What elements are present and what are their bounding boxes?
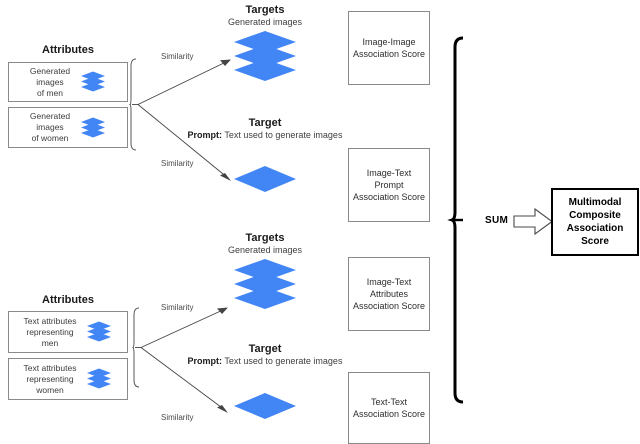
prompt-text: Text used to generate images (222, 356, 343, 366)
stacked-layers-icon (232, 256, 298, 314)
attribute-box-text-attributes-women[interactable]: Text attributes representing women (8, 358, 128, 400)
score-box-text-text[interactable]: Text-Text Association Score (348, 372, 430, 444)
attribute-label: Text attributes representing men (23, 315, 77, 348)
score-label: Image-Image Association Score (352, 37, 426, 59)
attribute-box-generated-images-women[interactable]: Generated images of women (8, 107, 128, 148)
prompt-label: Prompt: (187, 356, 223, 366)
score-label: Image-Text Attributes Association Score (352, 277, 426, 311)
aggregation-brace (447, 36, 464, 404)
bottom-targets-subtitle: Generated images (227, 245, 303, 255)
attribute-label: Text attributes representing women (23, 362, 77, 395)
top-similarity-label-upper: Similarity (161, 52, 194, 61)
bottom-similarity-label-upper: Similarity (161, 303, 194, 312)
top-branch-connectors (128, 58, 231, 181)
top-targets-subtitle: Generated images (227, 17, 303, 27)
score-box-image-image[interactable]: Image-Image Association Score (348, 11, 430, 85)
top-attributes-heading: Attributes (42, 44, 94, 56)
score-label: Image-Text Prompt Association Score (352, 168, 426, 202)
sum-arrow-icon (513, 207, 553, 236)
bottom-attributes-heading: Attributes (42, 294, 94, 306)
score-label: Text-Text Association Score (352, 397, 426, 419)
score-box-image-text-attributes[interactable]: Image-Text Attributes Association Score (348, 257, 430, 331)
top-similarity-label-lower: Similarity (161, 159, 194, 168)
bottom-targets-heading: Targets (245, 232, 285, 244)
single-layer-icon (232, 163, 298, 195)
attribute-box-generated-images-men[interactable]: Generated images of men (8, 62, 128, 102)
stacked-layers-icon (86, 320, 112, 344)
bottom-branch-connectors (131, 307, 228, 413)
top-target-prompt-subtitle: Prompt: Text used to generate images (181, 130, 349, 141)
attribute-label: Generated images of men (29, 65, 71, 98)
bottom-target-prompt-subtitle: Prompt: Text used to generate images (181, 356, 349, 367)
attribute-box-text-attributes-men[interactable]: Text attributes representing men (8, 311, 128, 353)
sum-label: SUM (485, 215, 509, 226)
prompt-label: Prompt: (187, 130, 223, 140)
stacked-layers-icon (232, 28, 298, 86)
top-target-heading: Target (248, 117, 282, 129)
attribute-label: Generated images of women (29, 111, 71, 143)
single-layer-icon (232, 390, 298, 422)
stacked-layers-icon (80, 116, 106, 140)
bottom-target-heading: Target (248, 343, 282, 355)
stacked-layers-icon (80, 70, 106, 94)
top-targets-heading: Targets (245, 4, 285, 16)
result-box-multimodal-composite-association-score[interactable]: Multimodal Composite Association Score (551, 188, 639, 256)
result-label: Multimodal Composite Association Score (566, 197, 624, 247)
stacked-layers-icon (86, 367, 112, 391)
score-box-image-text-prompt[interactable]: Image-Text Prompt Association Score (348, 148, 430, 222)
prompt-text: Text used to generate images (222, 130, 343, 140)
bottom-similarity-label-lower: Similarity (161, 413, 194, 422)
